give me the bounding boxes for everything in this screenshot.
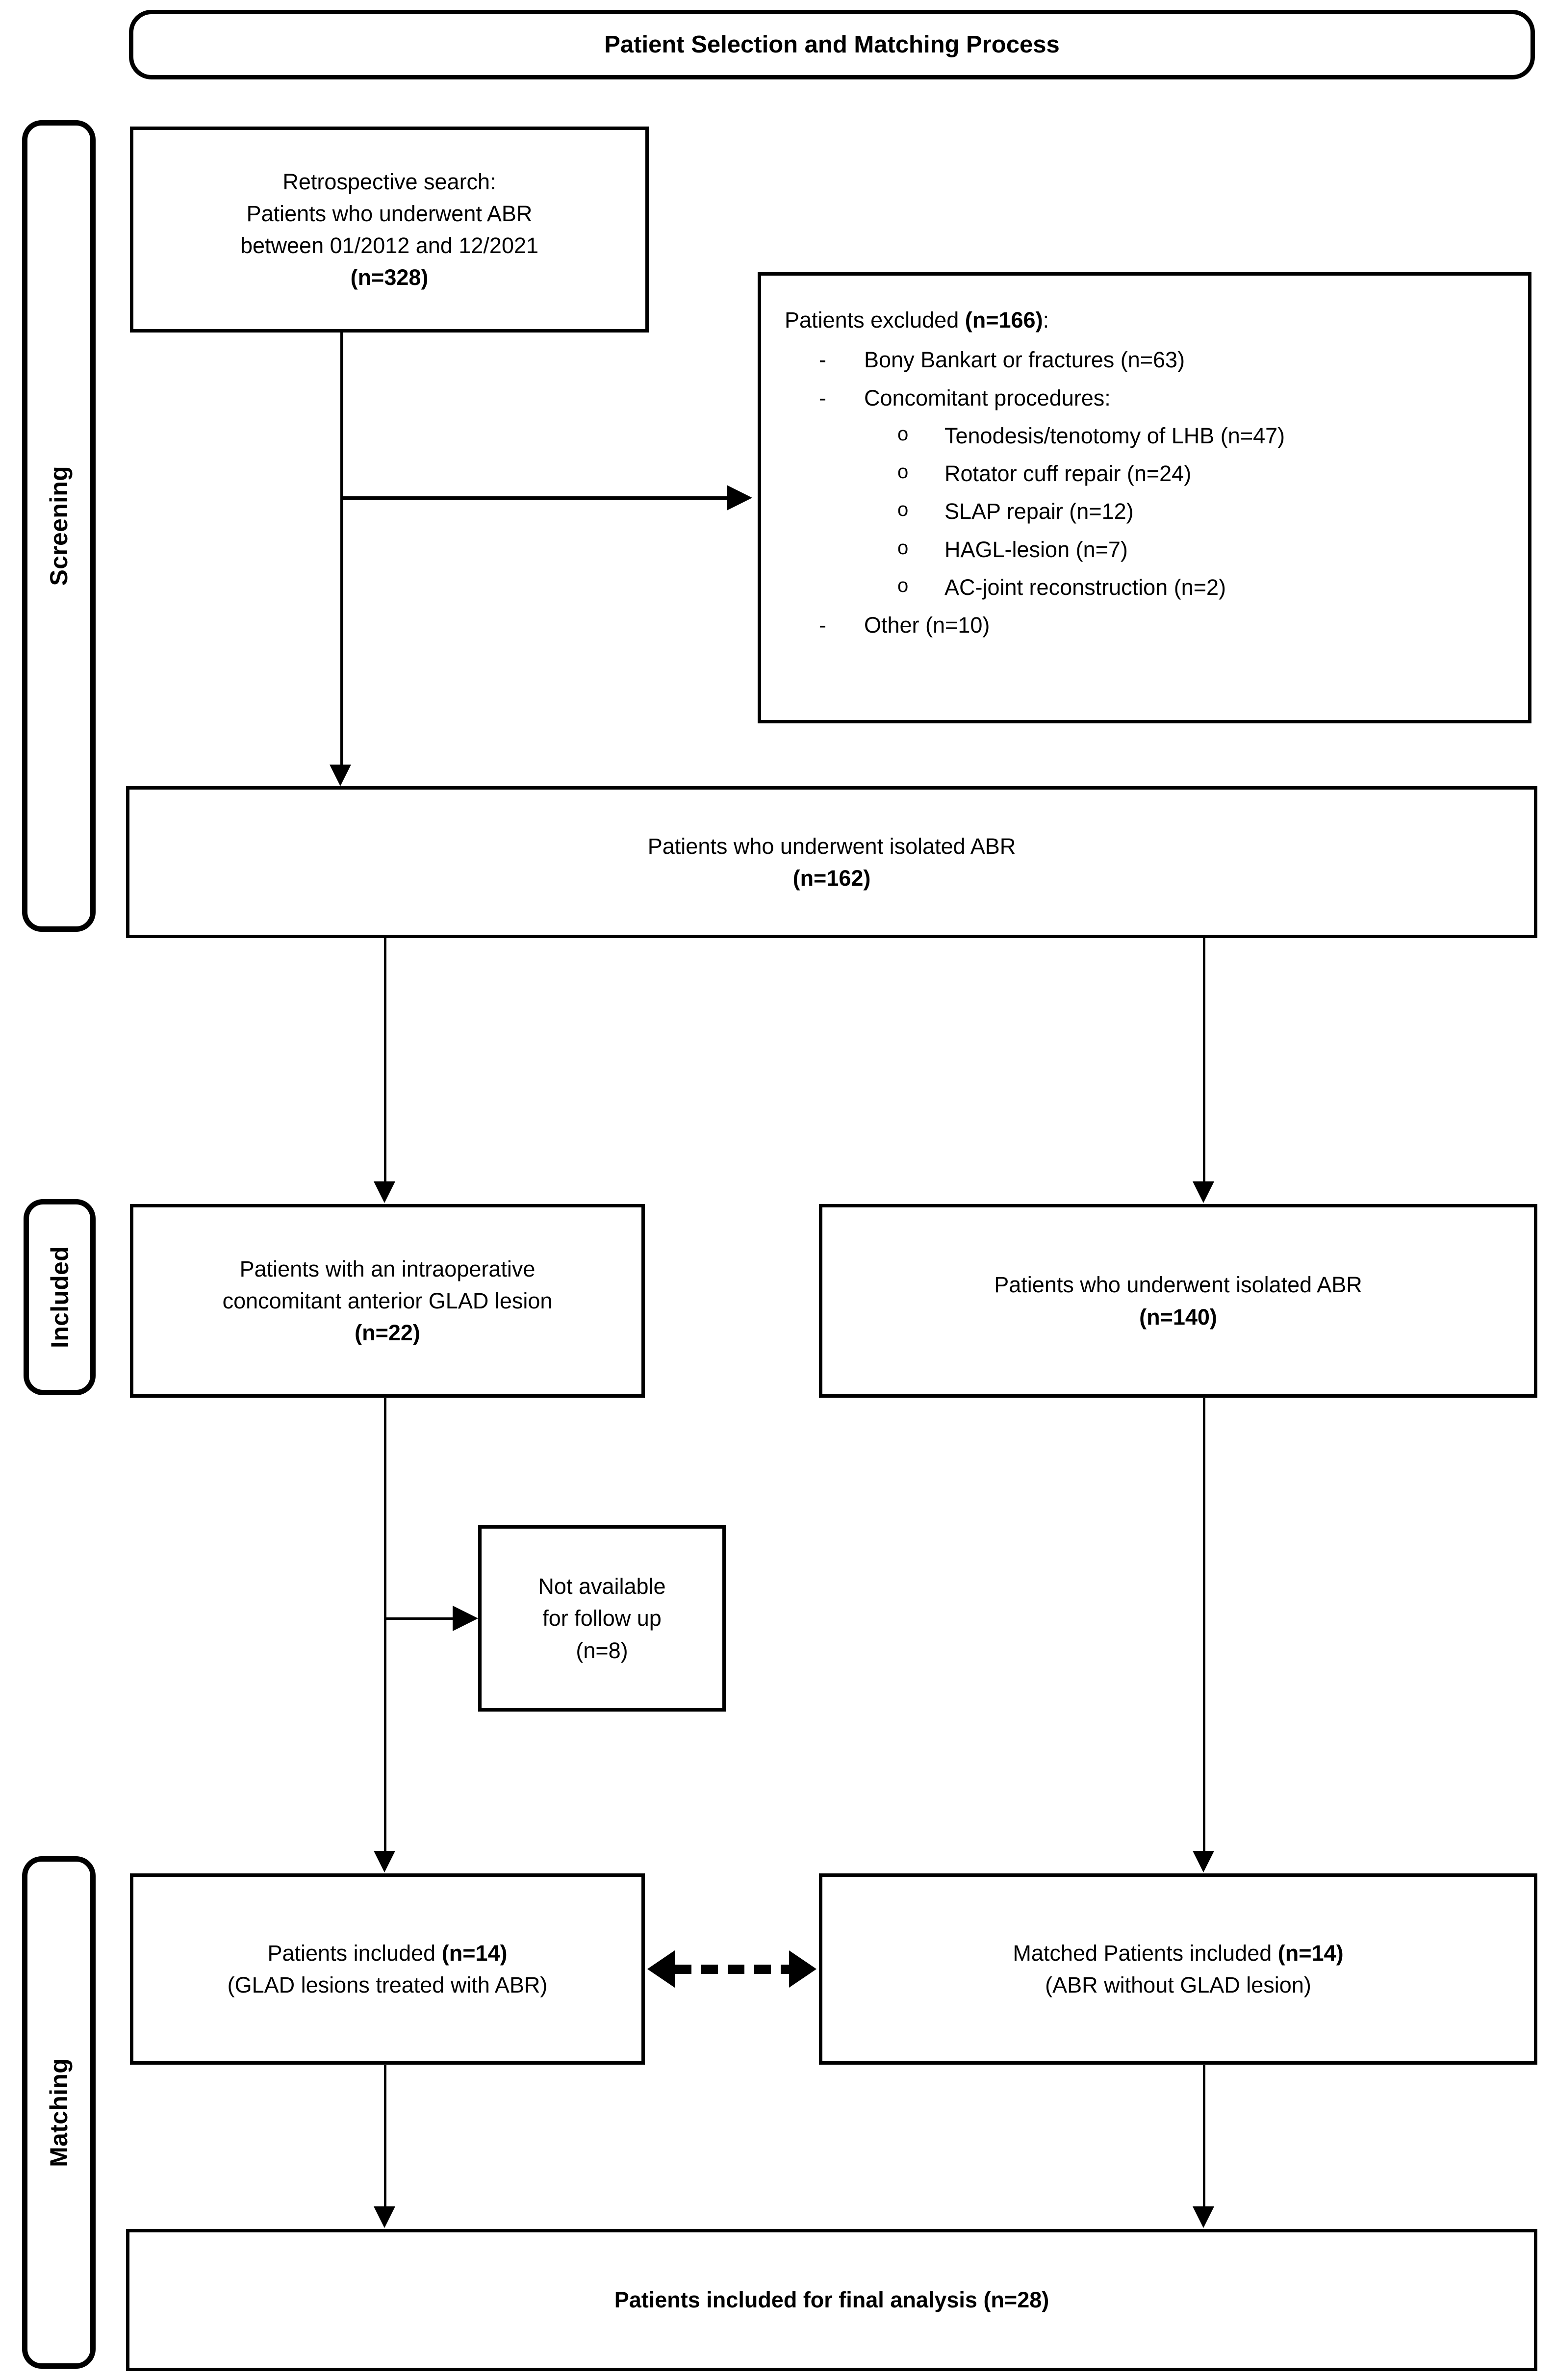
glad-lesion-count: (n=22) [355,1320,420,1346]
not-available-line2: for follow up [542,1606,662,1631]
phase-label-matching: Matching [22,1856,96,2369]
included-glad-line2: (GLAD lesions treated with ABR) [227,1972,548,1997]
exclusion-item-label: Concomitant procedures: [864,385,1111,410]
retrospective-search-line3: between 01/2012 and 12/2021 [240,233,539,258]
circle-bullet-icon: o [897,537,909,559]
arrowhead-to-glad-icon [374,1181,395,1203]
dash-bullet-icon: - [819,385,826,410]
retrospective-search-count: (n=328) [350,265,429,290]
included-matched-line1: Matched Patients included (n=14) [1013,1937,1343,1969]
exclusion-item: - Bony Bankart or fractures (n=63) [819,344,1285,376]
connector-glad-down [384,1398,386,1852]
arrowhead-final-left-icon [374,2206,395,2228]
node-patients-excluded: Patients excluded (n=166): - Bony Bankar… [758,272,1531,723]
exclusion-heading-text: Patients excluded [785,307,965,333]
node-included-matched: Matched Patients included (n=14) (ABR wi… [819,1873,1537,2065]
node-glad-lesion: Patients with an intraoperative concomit… [130,1204,645,1398]
retrospective-search-line2: Patients who underwent ABR [246,201,533,226]
retrospective-search-line1: Retrospective search: [282,169,496,194]
circle-bullet-icon: o [897,574,909,596]
exclusion-subitem: o Rotator cuff repair (n=24) [897,458,1285,489]
exclusion-subitem-label: Rotator cuff repair (n=24) [944,461,1192,486]
exclusion-subitem-label: HAGL-lesion (n=7) [944,537,1128,562]
arrowhead-left-icon [647,1950,675,1988]
connector-glad-to-not-available [384,1617,453,1620]
figure-title-box: Patient Selection and Matching Process [129,10,1535,79]
dash-bullet-icon: - [819,347,826,373]
exclusion-subitem: o HAGL-lesion (n=7) [897,534,1285,565]
connector-included-matched-to-final [1203,2065,1205,2207]
exclusion-heading: Patients excluded (n=166): [785,304,1285,336]
included-glad-line1-text: Patients included [267,1940,442,1966]
exclusion-item-label: Bony Bankart or fractures (n=63) [864,347,1185,373]
dashed-line [675,1964,789,1974]
phase-label-matching-text: Matching [45,2058,73,2167]
arrowhead-final-right-icon [1193,2206,1214,2228]
isolated-abr-140-count: (n=140) [1139,1304,1217,1330]
arrowhead-to-not-available-icon [453,1606,478,1631]
node-not-available-follow-up: Not available for follow up (n=8) [478,1525,726,1712]
circle-bullet-icon: o [897,461,909,483]
exclusion-item: - Concomitant procedures: [819,382,1285,414]
matching-link-dashed-arrow [647,1950,816,1988]
included-glad-line1-count: (n=14) [441,1940,508,1966]
node-isolated-abr-140: Patients who underwent isolated ABR (n=1… [819,1204,1537,1398]
arrowhead-to-excluded-icon [727,485,752,511]
circle-bullet-icon: o [897,499,909,521]
included-glad-line1: Patients included (n=14) [267,1937,507,1969]
exclusion-subitem: o Tenodesis/tenotomy of LHB (n=47) [897,420,1285,452]
exclusion-subitem: o SLAP repair (n=12) [897,495,1285,527]
connector-isolated-to-abr140 [1203,938,1205,1182]
arrowhead-to-included-matched-icon [1193,1851,1214,1872]
exclusion-item-label: Other (n=10) [864,613,990,638]
phase-label-screening-text: Screening [45,466,73,586]
exclusion-item: - Other (n=10) [819,609,1285,641]
arrowhead-right-icon [789,1950,816,1988]
isolated-abr-all-count: (n=162) [792,866,871,891]
connector-isolated-to-glad [384,938,386,1182]
glad-lesion-line2: concomitant anterior GLAD lesion [222,1288,553,1313]
page-title: Patient Selection and Matching Process [604,31,1060,58]
isolated-abr-140-line1: Patients who underwent isolated ABR [994,1272,1362,1298]
included-matched-line2: (ABR without GLAD lesion) [1045,1972,1311,1997]
node-isolated-abr-all: Patients who underwent isolated ABR (n=1… [126,786,1537,938]
included-matched-line1-text: Matched Patients included [1013,1940,1278,1966]
connector-search-down [340,333,343,499]
included-matched-line1-count: (n=14) [1277,1940,1344,1966]
node-included-glad: Patients included (n=14) (GLAD lesions t… [130,1873,645,2065]
arrowhead-to-abr140-icon [1193,1181,1214,1203]
exclusion-subitem-label: Tenodesis/tenotomy of LHB (n=47) [944,423,1285,448]
exclusion-subitem: o AC-joint reconstruction (n=2) [897,571,1285,603]
phase-label-included-text: Included [46,1246,74,1348]
connector-search-to-excluded [340,496,727,500]
connector-included-glad-to-final [384,2065,386,2207]
glad-lesion-line1: Patients with an intraoperative [239,1256,536,1281]
not-available-count: (n=8) [576,1638,628,1663]
exclusion-subitem-label: SLAP repair (n=12) [944,499,1134,524]
node-final-analysis: Patients included for final analysis (n=… [126,2229,1537,2371]
connector-search-to-isolated [340,496,343,765]
phase-label-included: Included [24,1199,96,1395]
final-analysis-text: Patients included for final analysis (n=… [614,2287,1049,2313]
exclusion-subitem-label: AC-joint reconstruction (n=2) [944,574,1226,600]
isolated-abr-all-line1: Patients who underwent isolated ABR [647,833,1016,859]
exclusion-list: Patients excluded (n=166): - Bony Bankar… [761,276,1285,647]
not-available-line1: Not available [538,1574,666,1599]
connector-abr140-down [1203,1398,1205,1852]
phase-label-screening: Screening [22,120,96,932]
exclusion-heading-colon: : [1043,307,1049,333]
arrowhead-to-isolated-abr-icon [330,765,351,786]
dash-bullet-icon: - [819,613,826,638]
exclusion-heading-count: (n=166) [965,307,1043,333]
circle-bullet-icon: o [897,423,909,445]
node-retrospective-search: Retrospective search: Patients who under… [130,127,649,333]
arrowhead-to-included-glad-icon [374,1851,395,1872]
